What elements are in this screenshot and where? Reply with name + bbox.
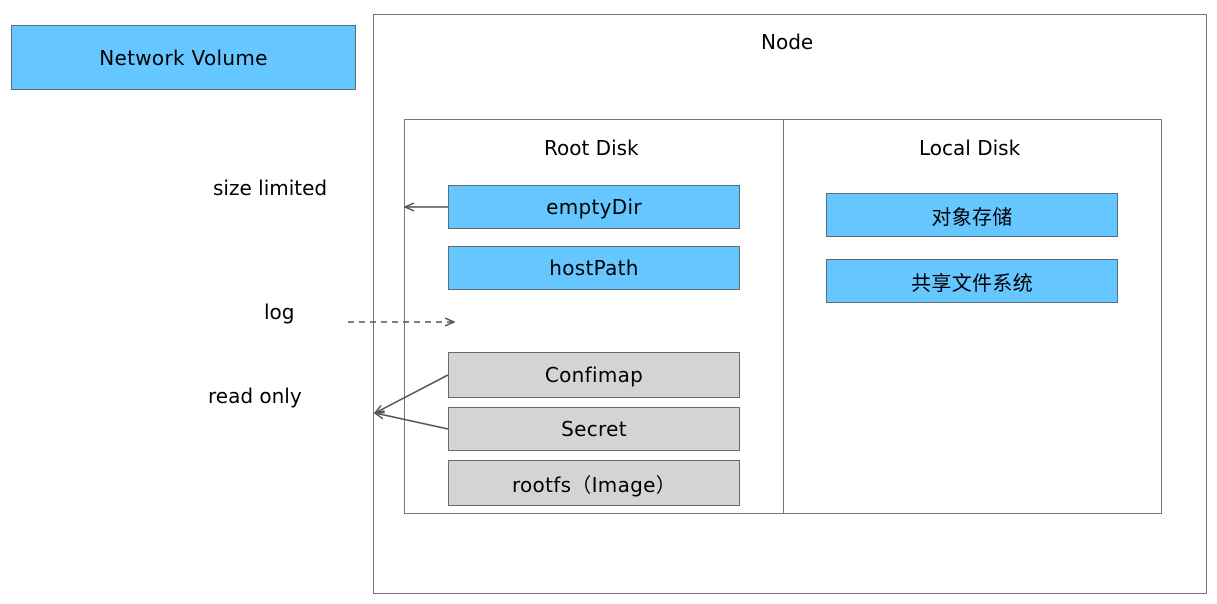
node-frame <box>373 14 1207 594</box>
object-storage-box: 对象存储 <box>826 193 1118 237</box>
emptydir-box: emptyDir <box>448 185 740 229</box>
network-volume-box: Network Volume <box>11 25 356 90</box>
local-disk-frame <box>783 119 1162 514</box>
object-storage-label: 对象存储 <box>931 204 1013 229</box>
shared-file-system-label: 共享文件系统 <box>911 270 1033 295</box>
rootfs-box: rootfs（Image） <box>448 460 740 506</box>
node-title: Node <box>761 30 814 54</box>
network-volume-label: Network Volume <box>99 45 268 70</box>
configmap-label: Confimap <box>544 363 644 387</box>
secret-label: Secret <box>561 417 627 441</box>
local-disk-title: Local Disk <box>919 136 1021 160</box>
root-disk-title: Root Disk <box>544 136 639 160</box>
hostpath-box: hostPath <box>448 246 740 290</box>
emptydir-label: emptyDir <box>546 195 642 219</box>
configmap-box: Confimap <box>448 352 740 398</box>
size-limited-label: size limited <box>213 176 328 200</box>
shared-file-system-box: 共享文件系统 <box>826 259 1118 303</box>
rootfs-label: rootfs（Image） <box>511 472 677 497</box>
hostpath-label: hostPath <box>549 256 639 280</box>
root-disk-frame <box>404 119 784 514</box>
secret-box: Secret <box>448 407 740 451</box>
log-label: log <box>264 300 295 324</box>
read-only-label: read only <box>208 384 302 408</box>
